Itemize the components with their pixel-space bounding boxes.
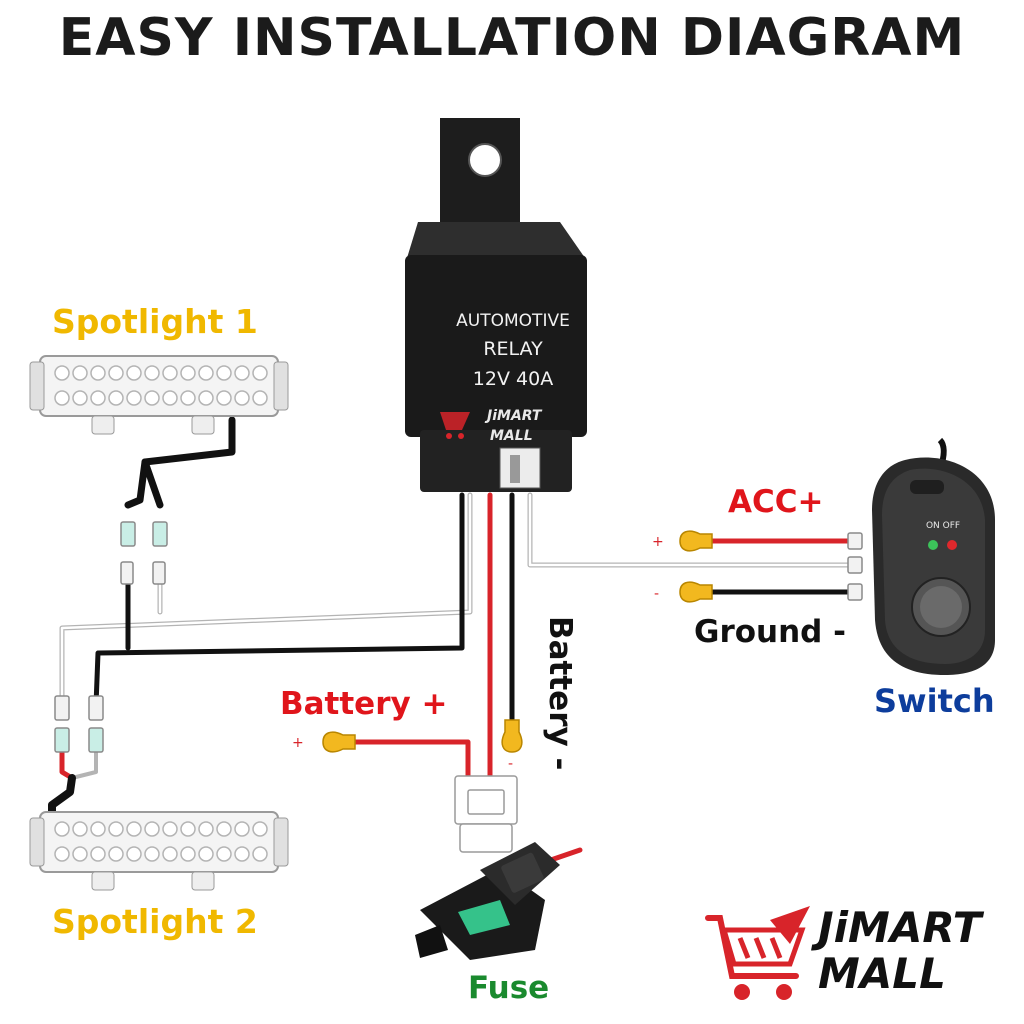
switch-on-off-text: ON OFF — [926, 521, 960, 531]
ground-fork-terminal — [679, 581, 713, 603]
battery-plus-sign: + — [292, 735, 304, 751]
spotlight-1-label: Spotlight 1 — [52, 302, 258, 341]
relay: AUTOMOTIVE RELAY 12V 40A JiMART MALL — [405, 118, 587, 492]
battery-minus-sign: - — [508, 756, 513, 772]
switch-device: ON OFF — [872, 437, 995, 675]
switch-red-led — [947, 540, 957, 550]
battery-neg-fork-terminal — [501, 719, 523, 753]
relay-watermark-1: JiMART — [484, 408, 543, 424]
brand-name-line1: JiMART — [818, 903, 982, 952]
relay-watermark-2: MALL — [490, 428, 533, 444]
acc-fork-terminal — [679, 530, 713, 552]
spotlight-1-bar — [29, 355, 289, 435]
acc-label: ACC+ — [728, 484, 824, 520]
wires — [48, 416, 853, 865]
switch-green-led — [928, 540, 938, 550]
brand-cart-logo — [705, 906, 810, 1000]
relay-text-3: 12V 40A — [473, 368, 553, 390]
fork-terminals — [322, 530, 713, 753]
acc-plus-sign: + — [652, 534, 664, 550]
fuse-holder-outline — [454, 775, 518, 853]
battery-pos-wire — [352, 739, 471, 781]
spotlight-2-bar — [29, 811, 289, 891]
spade-connectors — [54, 521, 863, 753]
spotlight2-harness — [59, 747, 75, 781]
fuse-label: Fuse — [468, 970, 550, 1006]
relay-text-2: RELAY — [483, 338, 543, 360]
black-wire-left — [93, 492, 465, 708]
relay-text-1: AUTOMOTIVE — [456, 311, 570, 331]
brand-name-line2: MALL — [818, 949, 946, 998]
relay-body — [405, 255, 587, 437]
fuse-icon — [415, 842, 560, 960]
battery-neg-label: Battery - — [542, 616, 578, 771]
relay-mount-hole — [468, 143, 502, 177]
battery-pos-fork-terminal — [322, 731, 356, 753]
ground-minus-sign: - — [654, 586, 659, 602]
battery-pos-label: Battery + — [280, 686, 448, 722]
switch-label: Switch — [874, 682, 995, 720]
ground-label: Ground - — [694, 614, 847, 650]
spotlight-2-label: Spotlight 2 — [52, 902, 258, 941]
page-title: EASY INSTALLATION DIAGRAM — [58, 8, 966, 68]
relay-watermark-logo — [440, 412, 470, 439]
